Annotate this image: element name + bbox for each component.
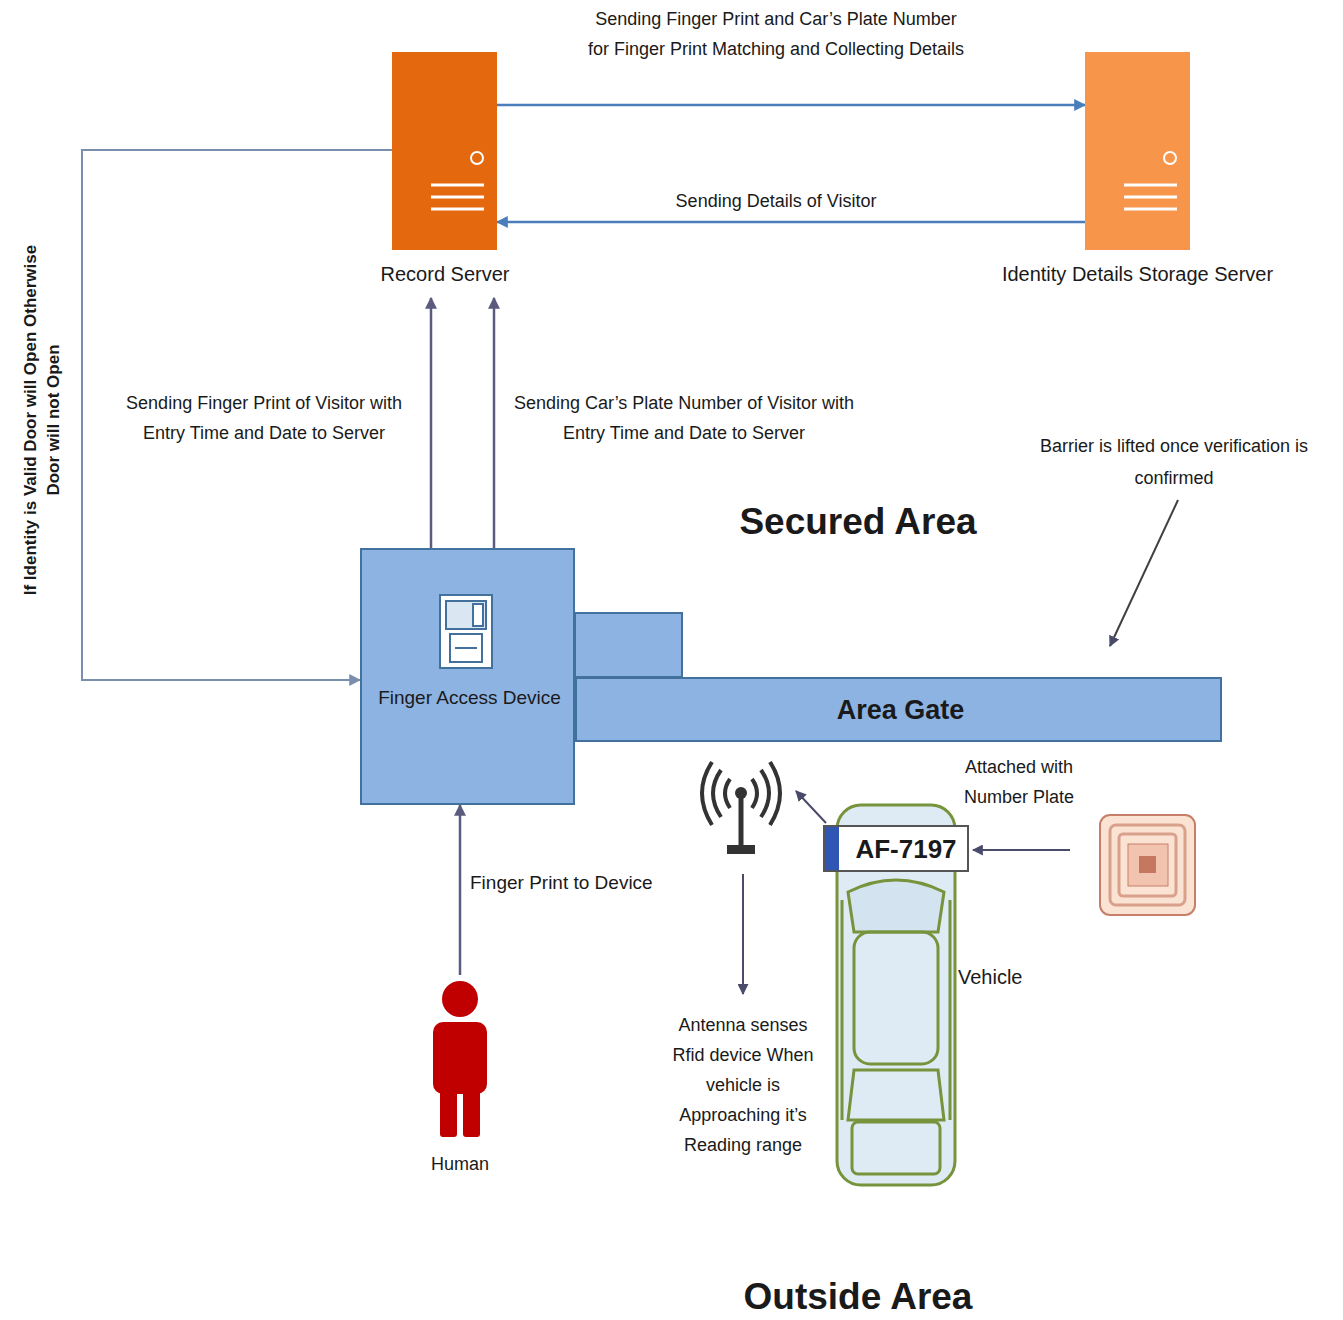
record-server: Record Server xyxy=(370,52,520,298)
human-node: Human xyxy=(425,975,495,1175)
connector-label: Sending Finger Print of Visitor with Ent… xyxy=(103,388,425,448)
storage-server: Identity Details Storage Server xyxy=(985,52,1290,298)
connector-label: Sending Car’s Plate Number of Visitor wi… xyxy=(508,388,860,448)
tag-leader xyxy=(973,849,1070,851)
server-body xyxy=(392,52,497,250)
vehicle-label: Vehicle xyxy=(958,965,1053,990)
flow-arrow xyxy=(459,805,462,975)
server-label: Record Server xyxy=(370,262,520,287)
antenna-symbol xyxy=(702,762,780,854)
flow-arrow xyxy=(497,221,1085,224)
antenna-leader xyxy=(742,874,744,994)
gate-housing xyxy=(575,613,682,677)
server-label: Identity Details Storage Server xyxy=(985,262,1290,287)
flow-arrow xyxy=(430,298,433,548)
barrier-callout-line xyxy=(1110,500,1178,646)
number-plate: AF-7197 xyxy=(823,825,969,872)
plate-signal-arrow xyxy=(796,791,826,823)
rfid-tag-icon xyxy=(1100,815,1195,915)
gate-label: Area Gate xyxy=(577,694,1224,728)
connector-label: Sending Details of Visitor xyxy=(600,188,952,214)
plate-strip xyxy=(825,827,839,870)
area-gate-bar: Area Gate xyxy=(575,677,1222,742)
device-label: Finger Access Device xyxy=(366,686,573,710)
callout-note: Barrier is lifted once verification is c… xyxy=(1013,430,1335,494)
server-body xyxy=(1085,52,1190,250)
callout-note: Antenna senses Rfid device When vehicle … xyxy=(664,1010,822,1160)
connector-label: Finger Print to Device xyxy=(470,870,690,896)
server-details xyxy=(431,152,1177,209)
connector-label: Sending Finger Print and Car’s Plate Num… xyxy=(586,4,966,64)
human-figure-icon xyxy=(433,981,487,1137)
region-title: Secured Area xyxy=(658,500,1058,544)
flow-arrow xyxy=(493,298,496,548)
region-title: Outside Area xyxy=(658,1275,1058,1319)
plate-number: AF-7197 xyxy=(845,833,967,866)
callout-note: Attached with Number Plate xyxy=(955,752,1083,812)
access-device-box: Finger Access Device xyxy=(360,548,575,805)
vehicle-node: VehicleAF-7197 xyxy=(837,805,955,1185)
flow-arrow xyxy=(497,104,1085,107)
device-icon xyxy=(440,595,492,668)
human-label: Human xyxy=(400,1153,520,1176)
connector-label: If Identity is Valid Door will Open Othe… xyxy=(19,235,65,605)
